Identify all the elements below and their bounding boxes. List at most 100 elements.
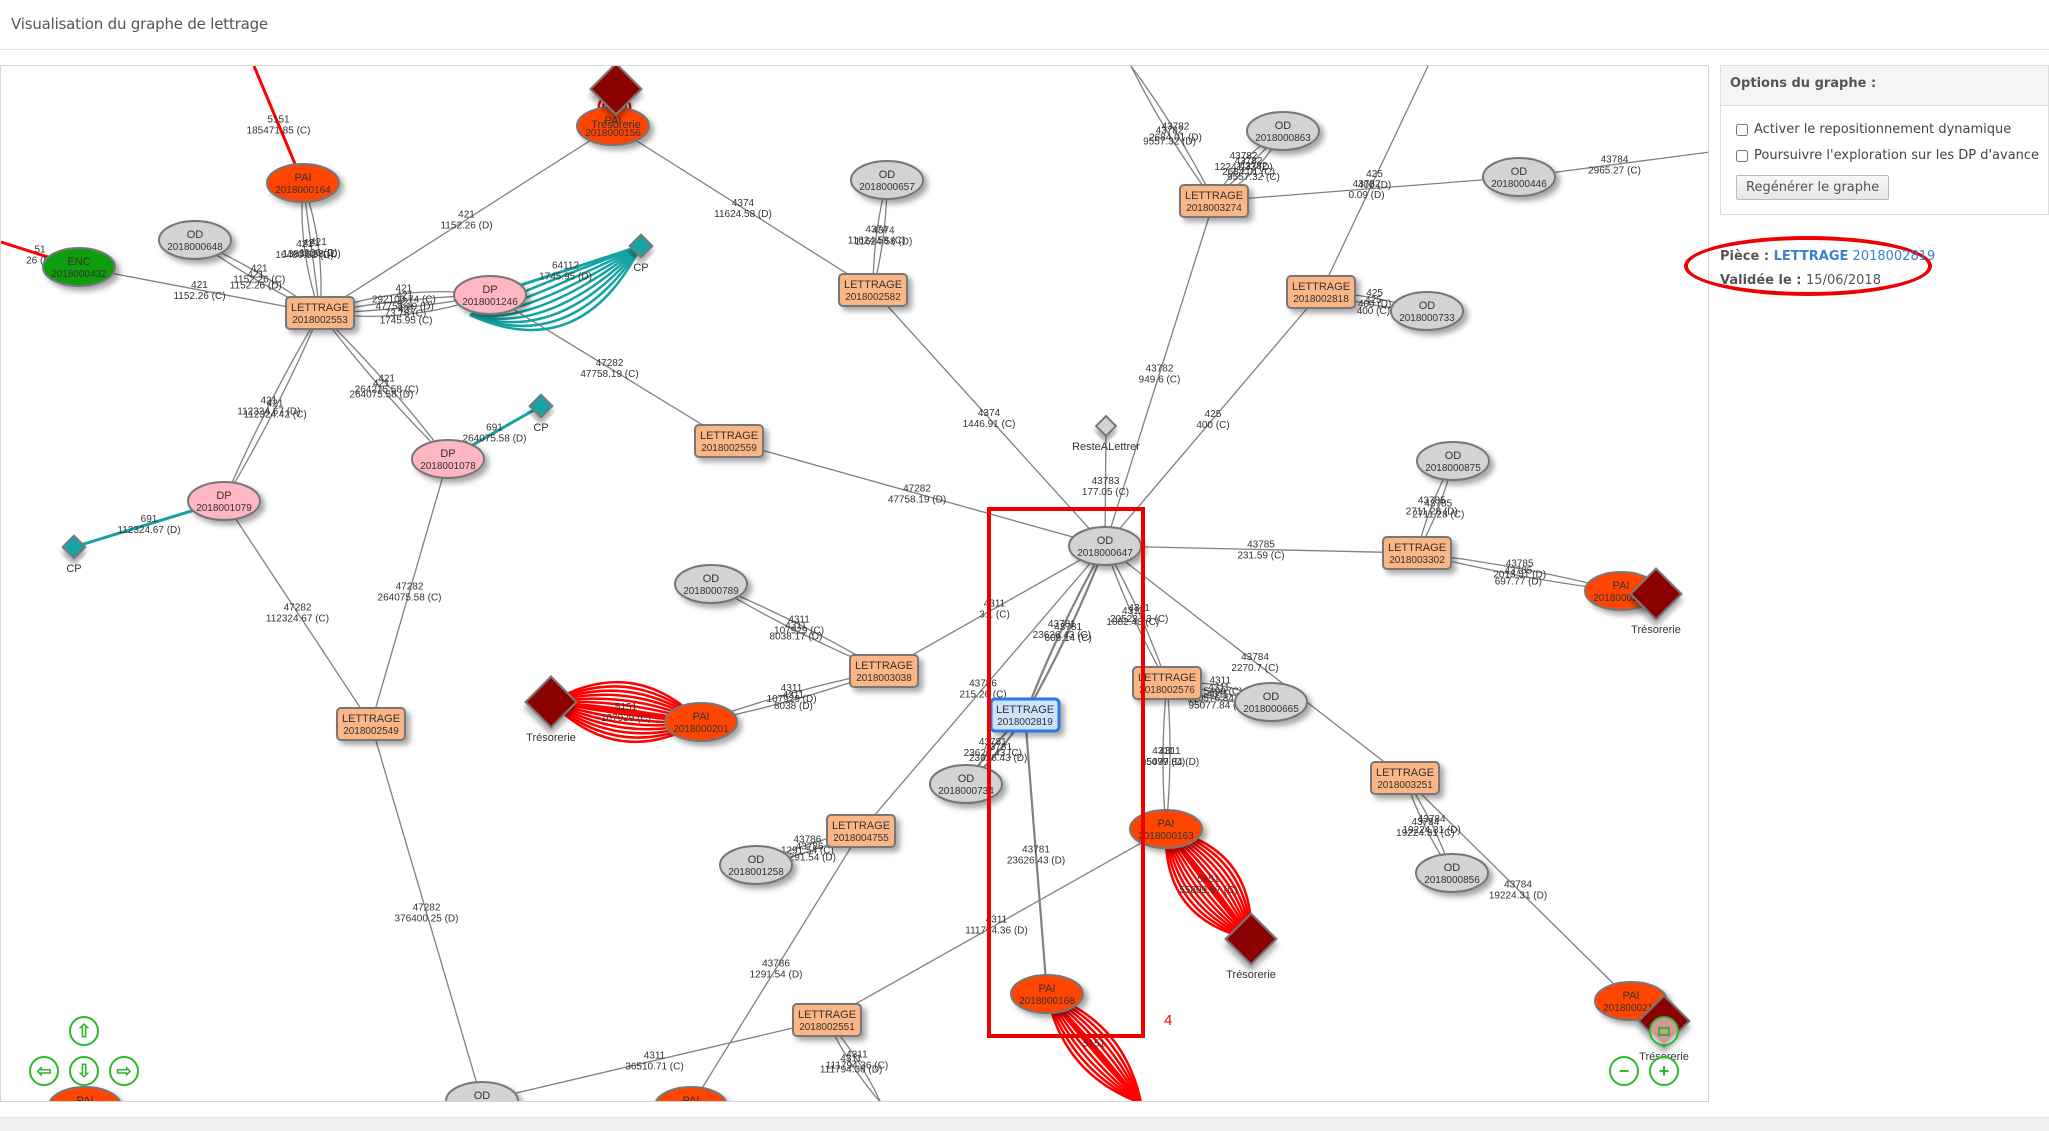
regenerate-graph-button[interactable]: Regénérer le graphe xyxy=(1736,175,1890,200)
od-ellipse[interactable] xyxy=(674,564,748,604)
pai-ellipse[interactable] xyxy=(266,163,340,203)
graph-edge[interactable] xyxy=(223,312,321,502)
graph-node-pai[interactable]: PAI xyxy=(655,1086,727,1102)
lettrage-box[interactable] xyxy=(826,814,896,848)
graph-edge[interactable] xyxy=(1023,714,1049,995)
od-ellipse[interactable] xyxy=(1416,441,1490,481)
graph-node-tresorerie[interactable]: Trésorerie xyxy=(1629,567,1683,637)
graph-node-tresorerie[interactable]: Trésorerie xyxy=(524,675,578,745)
od-ellipse[interactable] xyxy=(1246,111,1320,151)
dp-exploration-option[interactable]: Poursuivre l'exploration sur les DP d'av… xyxy=(1736,148,2039,163)
cp-diamond-icon[interactable] xyxy=(61,534,87,560)
graph-node-cp[interactable]: CP xyxy=(61,534,87,576)
od-ellipse[interactable] xyxy=(719,845,793,885)
dp-ellipse[interactable] xyxy=(453,275,527,315)
graph-edge[interactable] xyxy=(1404,777,1632,1002)
od-ellipse[interactable] xyxy=(850,160,924,200)
graph-edge[interactable] xyxy=(860,545,1106,832)
pan-right-button[interactable]: ⇨ xyxy=(109,1056,139,1086)
tresorerie-diamond-icon[interactable] xyxy=(1224,912,1278,966)
od-ellipse[interactable] xyxy=(1234,682,1308,722)
pan-down-button[interactable]: ⇩ xyxy=(69,1056,99,1086)
od-ellipse[interactable] xyxy=(1482,157,1556,197)
pan-left-button[interactable]: ⇦ xyxy=(29,1056,59,1086)
lettrage-box[interactable] xyxy=(1132,666,1202,700)
od-ellipse[interactable] xyxy=(158,220,232,260)
cp-edge[interactable] xyxy=(469,245,642,318)
cp-diamond-icon[interactable] xyxy=(628,233,654,259)
pai-ellipse[interactable] xyxy=(1129,809,1203,849)
graph-node-cp[interactable]: CP xyxy=(628,233,654,275)
graph-edge[interactable] xyxy=(1213,176,1520,202)
dp-ellipse[interactable] xyxy=(411,439,485,479)
lettrage-box[interactable] xyxy=(1179,184,1249,218)
restealettrer-diamond-icon[interactable] xyxy=(1094,414,1118,438)
graph-edge[interactable] xyxy=(691,830,862,1102)
dp-ellipse[interactable] xyxy=(187,481,261,521)
graph-node-restealettrer[interactable]: ResteALettrer xyxy=(1072,414,1140,453)
graph-edge[interactable] xyxy=(370,723,483,1101)
graph-edge[interactable] xyxy=(1320,66,1429,293)
lettrage-box[interactable] xyxy=(336,707,406,741)
graph-node-tresorerie[interactable]: Trésorerie xyxy=(589,66,643,131)
cp-diamond-icon[interactable] xyxy=(528,393,554,419)
zoom-in-button[interactable]: + xyxy=(1649,1056,1679,1086)
pai-ellipse[interactable] xyxy=(49,1086,121,1102)
pan-up-button[interactable]: ⇧ xyxy=(69,1016,99,1046)
od-ellipse[interactable] xyxy=(1390,291,1464,331)
cp-edge[interactable] xyxy=(469,245,642,321)
cp-edge[interactable] xyxy=(469,245,642,324)
graph-node-pai[interactable]: PAI xyxy=(49,1086,121,1102)
dp-exploration-checkbox[interactable] xyxy=(1736,149,1748,162)
tresorerie-diamond-icon[interactable] xyxy=(589,66,643,116)
tresorerie-diamond-icon[interactable] xyxy=(1629,567,1683,621)
graph-edge[interactable] xyxy=(1104,291,1322,547)
graph-edge[interactable] xyxy=(223,500,372,725)
cp-edge[interactable] xyxy=(469,245,643,328)
lettrage-box[interactable] xyxy=(849,654,919,688)
pai-ellipse[interactable] xyxy=(655,1086,727,1102)
graph-edge[interactable] xyxy=(319,125,614,314)
zoom-extends-button[interactable] xyxy=(1649,1016,1679,1046)
graph-edge[interactable] xyxy=(728,440,1106,547)
od-ellipse[interactable] xyxy=(1415,853,1489,893)
dynamic-repositioning-option[interactable]: Activer le repositionnement dynamique xyxy=(1736,122,2011,137)
graph-edge[interactable] xyxy=(223,312,321,502)
graph-edge[interactable] xyxy=(489,294,730,442)
enc-ellipse[interactable] xyxy=(42,247,116,287)
lettrage-box[interactable] xyxy=(838,273,908,307)
tresorerie-diamond-icon[interactable] xyxy=(524,675,578,729)
graph-node-tresorerie[interactable]: Trésorerie xyxy=(1224,912,1278,982)
lettrage-box[interactable] xyxy=(1370,761,1440,795)
od-ellipse[interactable] xyxy=(929,764,1003,804)
graph-edge[interactable] xyxy=(370,458,449,725)
